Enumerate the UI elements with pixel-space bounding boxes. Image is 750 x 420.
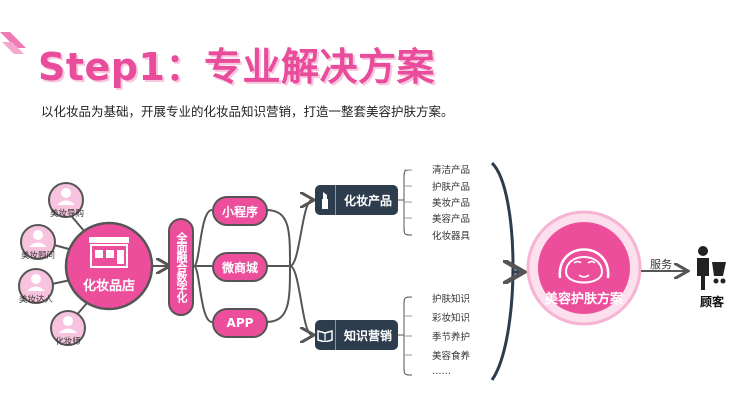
- role-bubble-1: [48, 182, 84, 218]
- shopping-cart-icon: [697, 246, 726, 290]
- category-knowledge-box: 知识营销: [315, 320, 398, 350]
- category-cosmetics-box: 化妆产品: [315, 185, 398, 215]
- solution-circle: [538, 222, 630, 314]
- role-bubble-3: [18, 268, 54, 304]
- list-item: 季节养护: [432, 332, 471, 343]
- list-item: 彩妆知识: [432, 313, 471, 324]
- digital-integration-pill: 全面融合数字化: [168, 218, 194, 316]
- list-item: 清洁产品: [432, 165, 471, 176]
- category-cosmetics-label: 化妆产品: [344, 193, 393, 208]
- list-item: 美容产品: [432, 214, 471, 225]
- solution-label: 美容护肤方案: [544, 292, 623, 307]
- channel-app: APP: [212, 308, 268, 338]
- store-icon: [89, 237, 129, 268]
- page-subtitle: 以化妆品为基础，开展专业的化妆品知识营销，打造一整套美容护肤方案。: [41, 104, 454, 119]
- customer-label: 顾客: [700, 295, 725, 309]
- list-item: 护肤知识: [432, 294, 471, 305]
- role-label-1: 美妆导购: [49, 209, 84, 219]
- channel-micro-mall: 微商城: [212, 252, 268, 282]
- page-title: Step1：专业解决方案: [38, 45, 435, 89]
- lipstick-icon: [315, 185, 336, 215]
- role-label-4: 化妆师: [55, 337, 81, 347]
- list-item: ……: [432, 366, 451, 377]
- role-bubble-4: [50, 310, 86, 346]
- list-item: 化妆器具: [432, 231, 471, 242]
- category-knowledge-label: 知识营销: [344, 328, 393, 343]
- service-label: 服务: [650, 258, 672, 271]
- role-bubble-2: [20, 224, 56, 260]
- store-label: 化妆品店: [82, 279, 135, 294]
- list-item: 护肤产品: [432, 182, 471, 193]
- role-label-2: 美妆顾问: [20, 251, 55, 261]
- decor-stripes: [0, 32, 26, 54]
- role-label-3: 美妆达人: [18, 295, 53, 305]
- book-icon: [315, 320, 336, 350]
- face-icon: [558, 248, 610, 284]
- channel-mini-program: 小程序: [212, 196, 268, 226]
- list-item: 美妆产品: [432, 198, 471, 209]
- list-item: 美容食养: [432, 351, 471, 362]
